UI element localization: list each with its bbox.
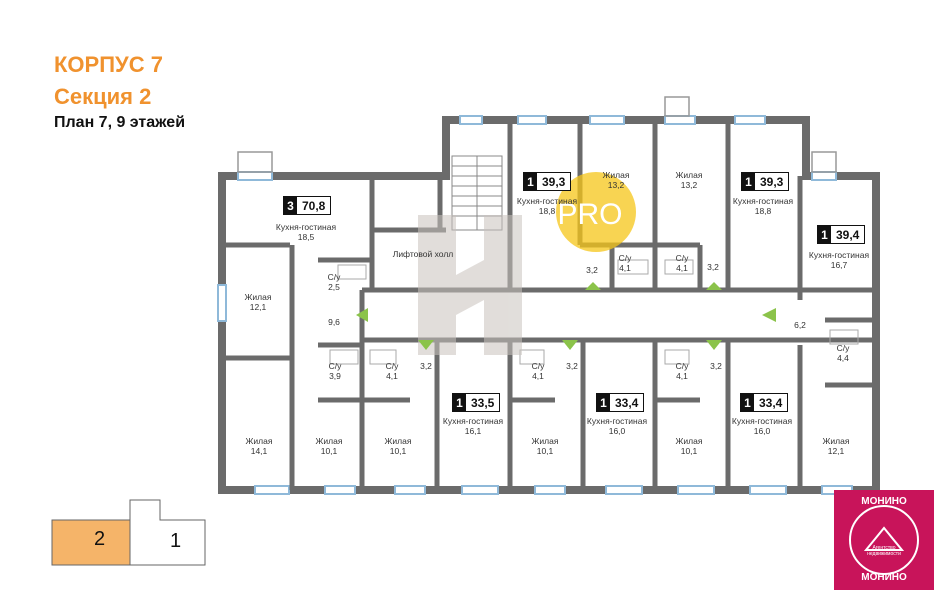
room-label: 6,2 (794, 320, 806, 330)
room-label: 3,2 (710, 361, 722, 371)
bathroom-fixtures (329, 259, 859, 365)
watermark-block (418, 215, 522, 355)
room-label: 3,2 (420, 361, 432, 371)
logo-text-bottom: МОНИНО (861, 572, 907, 583)
watermark-circle (556, 172, 636, 252)
windows (217, 115, 853, 495)
outer-walls (218, 116, 880, 494)
room-label: 3,2 (707, 262, 719, 272)
interior-walls (222, 120, 876, 490)
key-plan-section-selected[interactable]: 2 (94, 528, 106, 550)
plan-subtitle: План 7, 9 этажей (54, 114, 186, 131)
stairwell (451, 155, 503, 231)
key-plan (51, 499, 206, 566)
building-title: КОРПУС 7 (54, 52, 163, 77)
section-title: Секция 2 (54, 84, 152, 109)
logo-tagline: Агентство недвижимости (867, 545, 901, 557)
logo (834, 490, 934, 590)
room-label: Лифтовой холл (392, 249, 454, 259)
room-label: 9,6 (328, 317, 340, 327)
balconies (237, 96, 837, 173)
entrance-markers (356, 282, 776, 350)
room-label: 3,2 (586, 265, 598, 275)
watermark-text: PRO (557, 198, 622, 231)
room-label: 3,2 (566, 361, 578, 371)
key-plan-section-other[interactable]: 1 (170, 530, 182, 552)
logo-text-top: МОНИНО (861, 496, 907, 507)
